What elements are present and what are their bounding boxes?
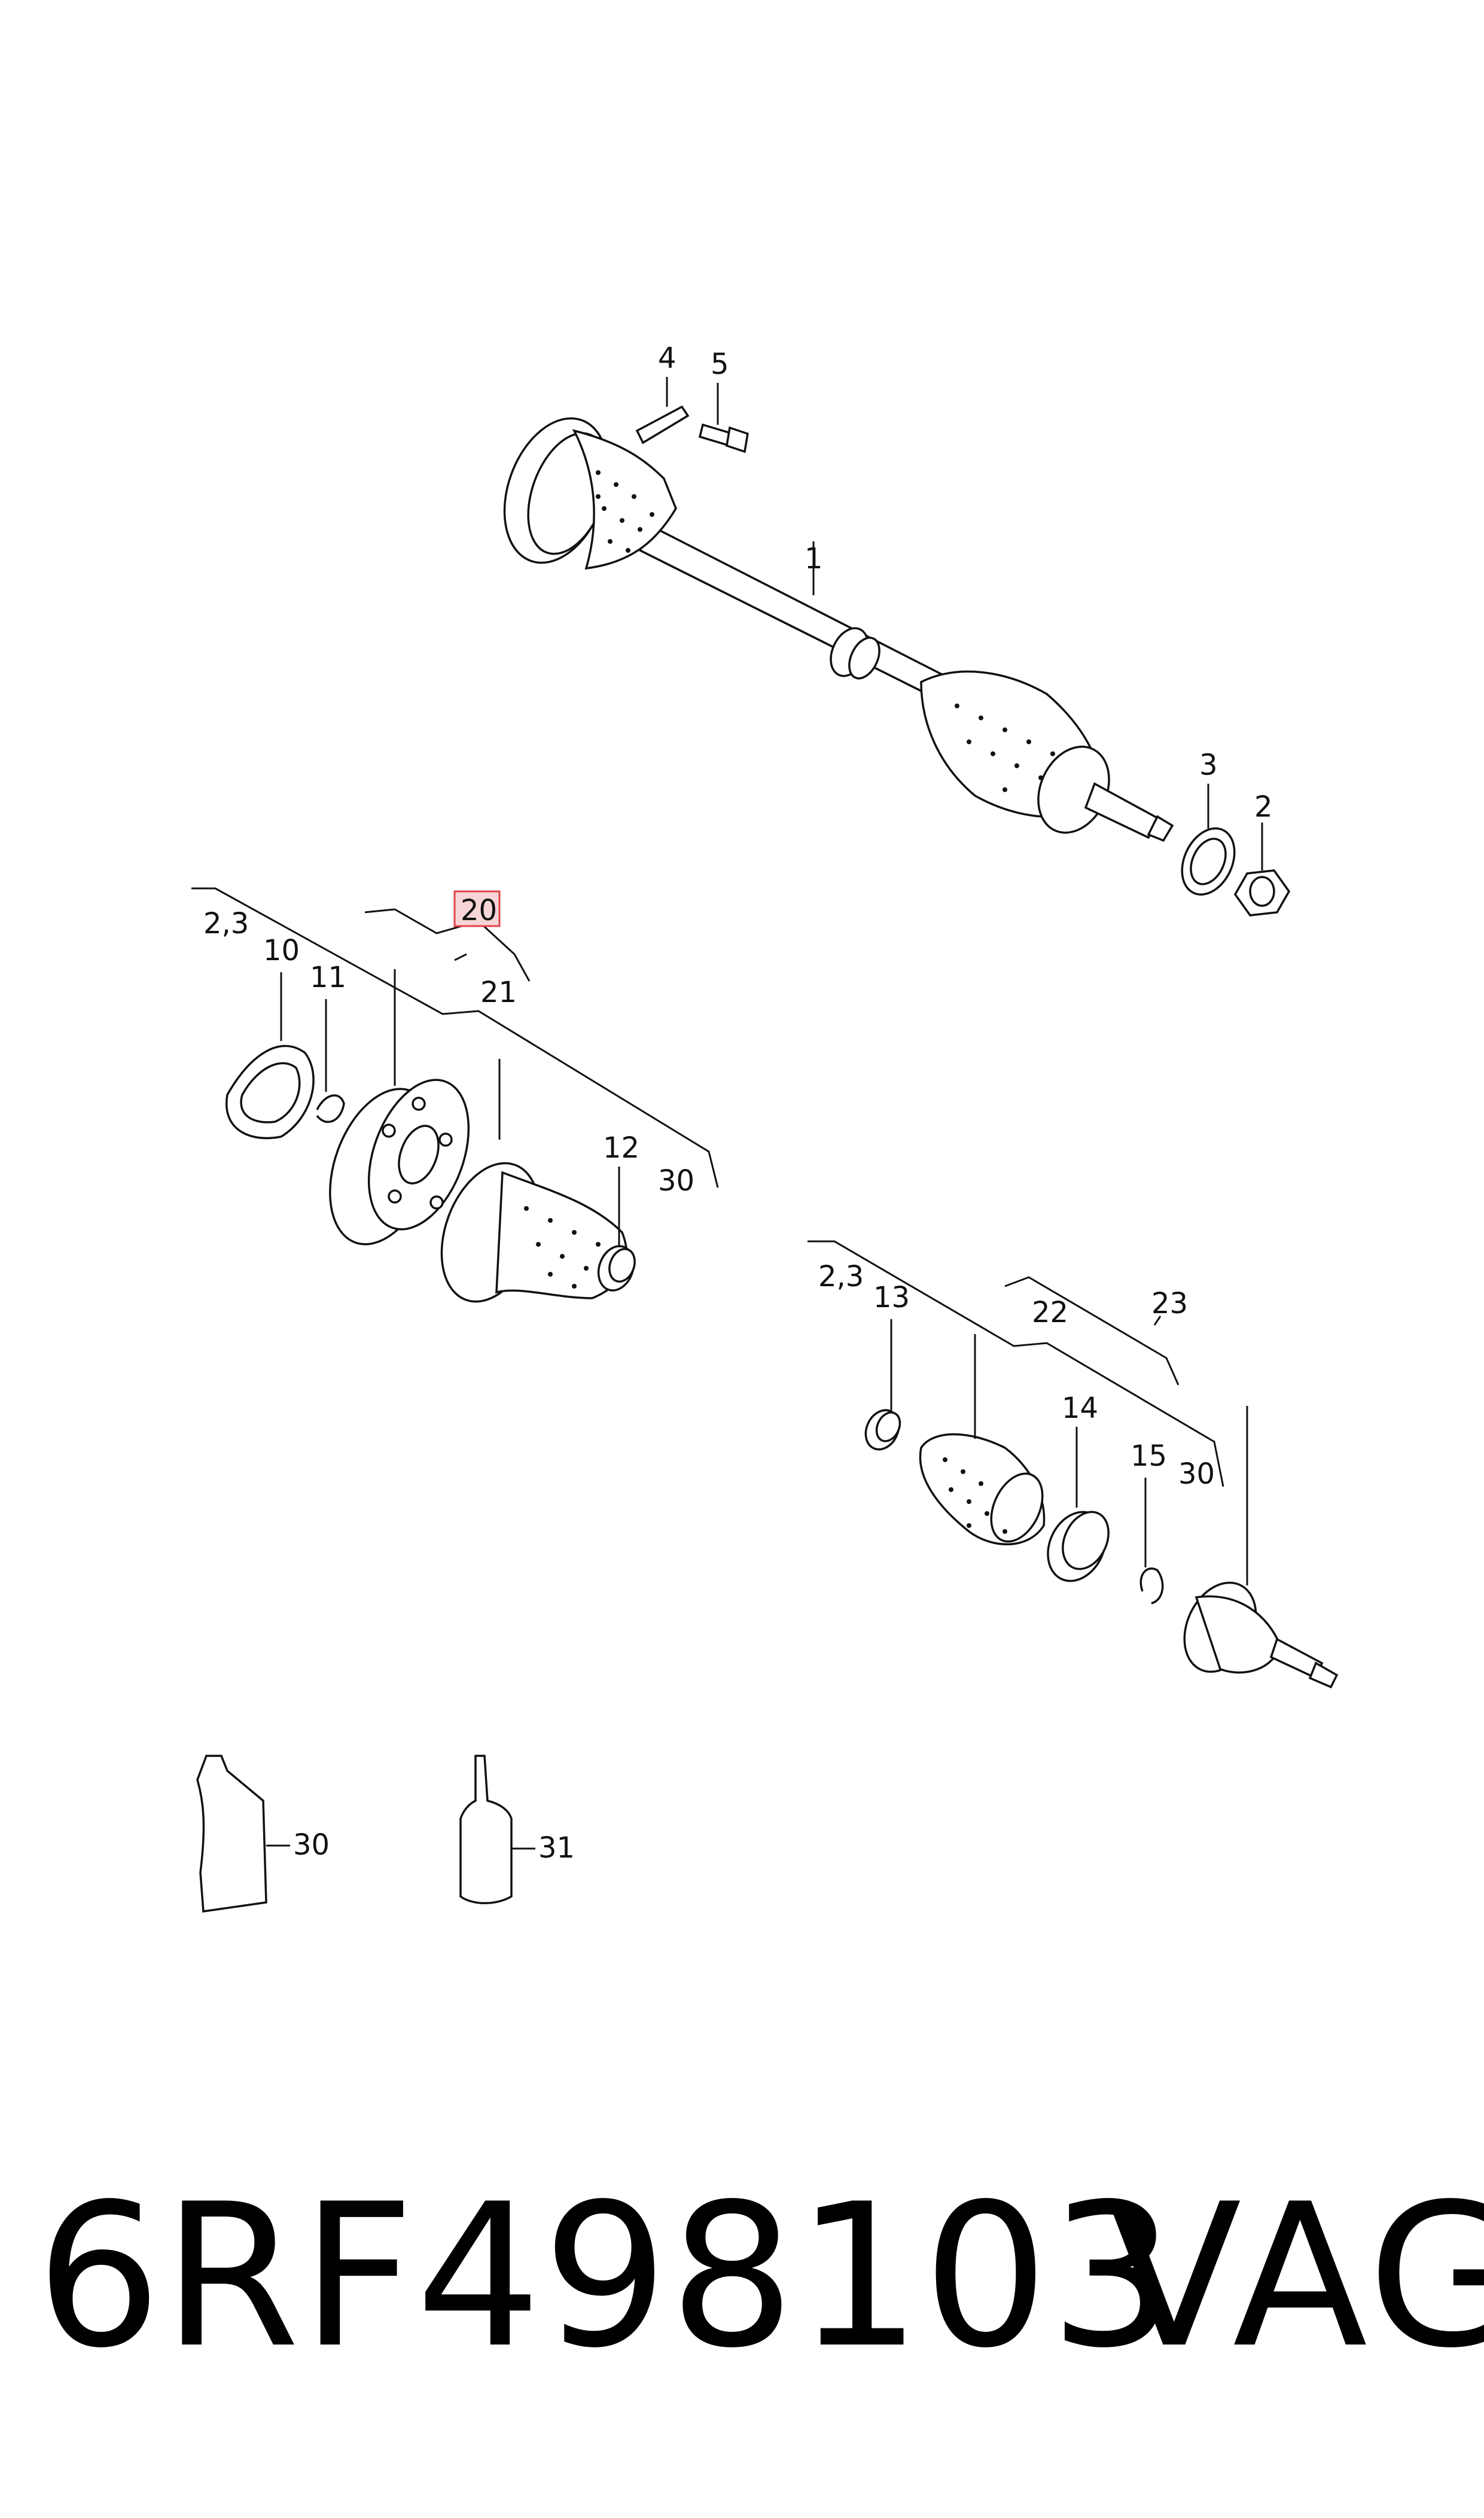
callout-2-3-upper: 2,3 xyxy=(203,907,249,940)
callout-23: 23 xyxy=(1151,1287,1188,1320)
clamp-13 xyxy=(864,1409,901,1451)
callout-30-upper: 30 xyxy=(658,1164,694,1198)
callout-15: 15 xyxy=(1130,1439,1167,1473)
callout-13: 13 xyxy=(873,1281,910,1314)
joint-23 xyxy=(1183,1581,1339,1689)
parts-diagram: 4 5 1 3 2 20 2,3 10 11 21 12 30 2,3 13 2… xyxy=(191,342,1339,1913)
joint-20 xyxy=(329,1079,470,1246)
callout-22: 22 xyxy=(1032,1296,1068,1329)
grease-tube-30 xyxy=(196,1755,290,1913)
part-number: 6RF498103 xyxy=(36,2161,1177,2391)
callout-11: 11 xyxy=(310,961,346,994)
callout-21: 21 xyxy=(480,976,517,1009)
callout-1: 1 xyxy=(805,542,823,576)
drive-shaft-assembly xyxy=(503,417,1174,842)
callout-12: 12 xyxy=(603,1131,639,1165)
footer: 6RF498103 VAG xyxy=(0,2178,1484,2429)
clamp-12 xyxy=(597,1245,636,1292)
highlight-box-20 xyxy=(453,890,501,927)
callout-3: 3 xyxy=(1199,748,1218,782)
callout-2-3-lower: 2,3 xyxy=(818,1260,864,1293)
circlip-11 xyxy=(316,1094,345,1123)
callout-2: 2 xyxy=(1254,790,1273,824)
callout-20: 20 xyxy=(461,894,497,927)
callout-14: 14 xyxy=(1062,1392,1098,1425)
bolt-5 xyxy=(698,423,749,453)
boot-21 xyxy=(440,1162,628,1303)
callout-30-tube: 30 xyxy=(293,1828,330,1862)
callout-30-right: 30 xyxy=(1178,1457,1215,1491)
circlip-15 xyxy=(1139,1567,1164,1604)
callout-4: 4 xyxy=(658,342,677,375)
nut-2 xyxy=(1233,869,1291,917)
gasket-10 xyxy=(225,1045,315,1140)
callout-10: 10 xyxy=(263,934,300,967)
boot-22 xyxy=(919,1433,1046,1546)
clamp-14 xyxy=(1047,1511,1110,1582)
left-boot-dots xyxy=(596,470,654,553)
callout-5: 5 xyxy=(711,348,729,381)
sealant-bottle-31 xyxy=(459,1755,535,1904)
lock-plate-4 xyxy=(635,405,690,444)
brand-name: VAG xyxy=(1107,2161,1484,2391)
callout-31: 31 xyxy=(538,1831,575,1865)
